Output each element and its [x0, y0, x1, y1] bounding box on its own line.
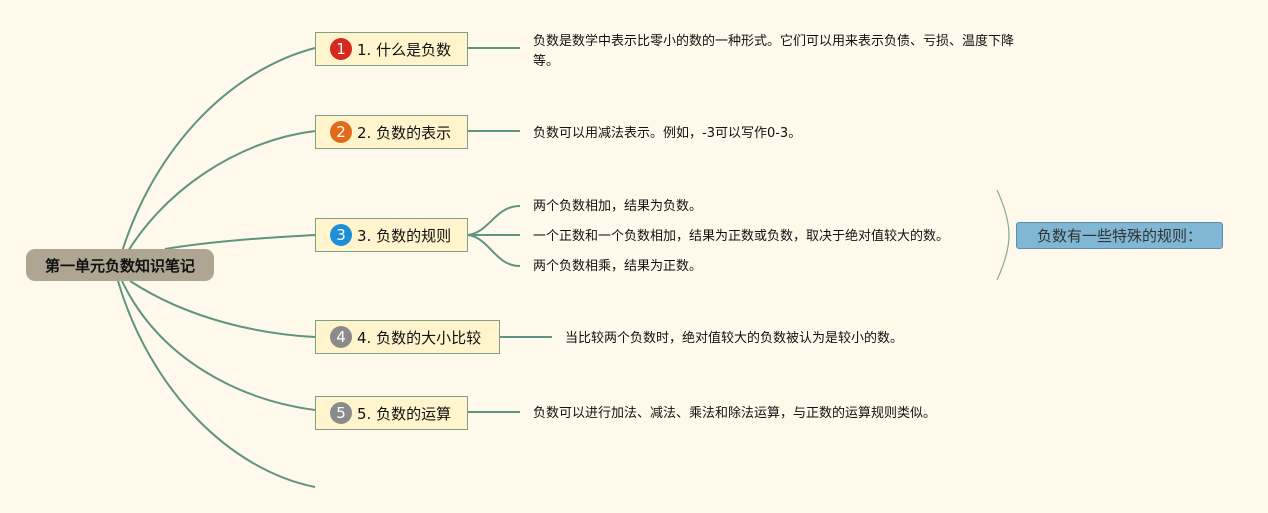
- topic-1[interactable]: 1 1. 什么是负数: [315, 32, 468, 66]
- branch-line-3: [164, 234, 316, 250]
- connector-3a: [467, 205, 521, 236]
- topic-label: 3. 负数的规则: [357, 226, 452, 245]
- topic-4[interactable]: 4 4. 负数的大小比较: [315, 320, 500, 354]
- topic-2[interactable]: 2 2. 负数的表示: [315, 115, 468, 149]
- topic-label: 1. 什么是负数: [357, 40, 452, 59]
- topic-label: 2. 负数的表示: [357, 123, 452, 142]
- topic-3-note-3: 两个负数相乘，结果为正数。: [533, 259, 703, 274]
- topic-5-note: 负数可以进行加法、减法、乘法和除法运算，与正数的运算规则类似。: [533, 406, 937, 421]
- topic-3-note-1: 两个负数相加，结果为负数。: [533, 199, 703, 214]
- root-topic[interactable]: 第一单元负数知识笔记: [26, 249, 214, 281]
- topic-3-note-2: 一个正数和一个负数相加，结果为正数或负数，取决于绝对值较大的数。: [533, 229, 950, 244]
- number-badge-icon: 5: [330, 402, 352, 424]
- topic-label: 5. 负数的运算: [357, 404, 452, 423]
- summary-brace: [996, 189, 1010, 281]
- number-badge-icon: 3: [330, 224, 352, 246]
- topic-5[interactable]: 5 5. 负数的运算: [315, 396, 468, 430]
- branch-line-1: [117, 47, 316, 266]
- branch-line-6: [117, 280, 316, 488]
- topic-label: 4. 负数的大小比较: [357, 328, 482, 347]
- branch-line-4: [129, 280, 316, 338]
- branch-line-5: [121, 280, 316, 411]
- number-badge-icon: 2: [330, 121, 352, 143]
- topic-4-note: 当比较两个负数时，绝对值较大的负数被认为是较小的数。: [565, 331, 904, 346]
- topic-2-note: 负数可以用减法表示。例如，-3可以写作0-3。: [533, 126, 802, 141]
- number-badge-icon: 4: [330, 326, 352, 348]
- topic-3[interactable]: 3 3. 负数的规则: [315, 218, 468, 252]
- summary-label[interactable]: 负数有一些特殊的规则：: [1016, 222, 1223, 249]
- branch-line-2: [119, 130, 316, 266]
- number-badge-icon: 1: [330, 38, 352, 60]
- connector-3c: [467, 234, 521, 267]
- topic-1-note: 负数是数学中表示比零小的数的一种形式。它们可以用来表示负债、亏损、温度下降等。: [533, 34, 1015, 69]
